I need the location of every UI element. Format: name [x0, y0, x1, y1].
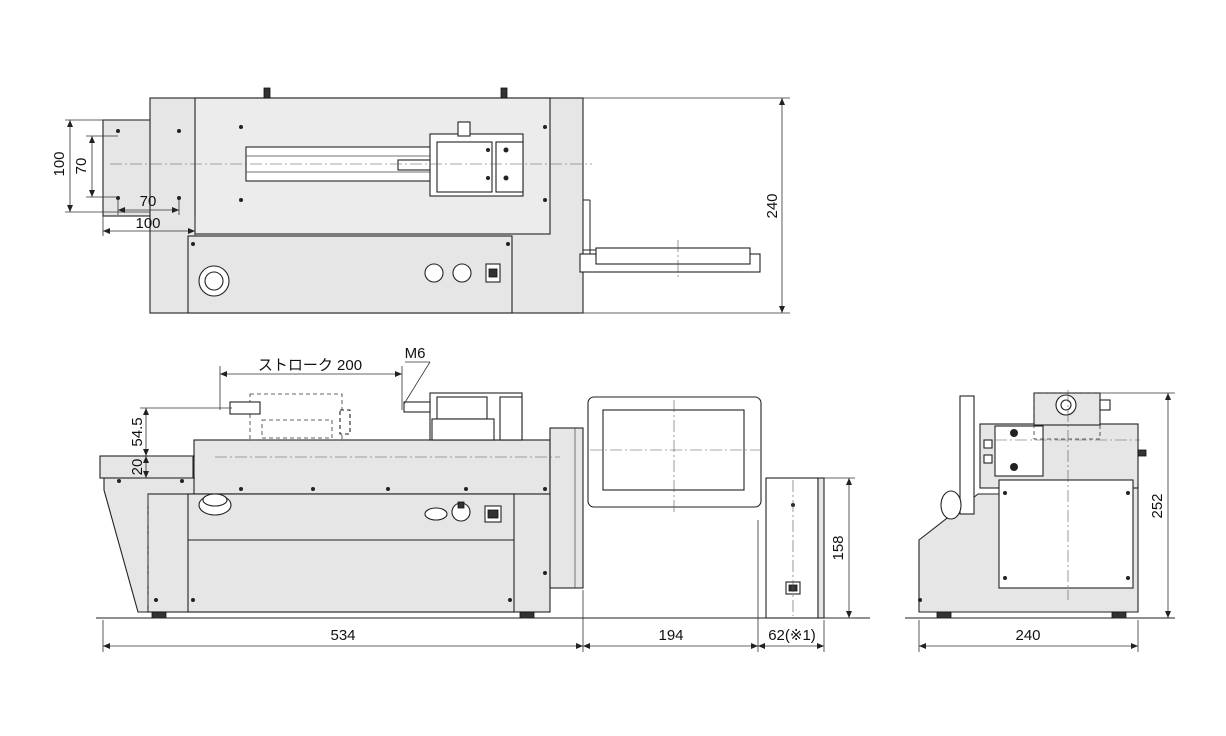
dim-front-vertical-lower: 20	[129, 459, 146, 476]
side-emergency-stop-icon	[940, 490, 962, 520]
dim-top-height-outer: 100	[51, 151, 68, 176]
front-screw-dots	[117, 479, 547, 602]
front-button-icon	[424, 507, 448, 521]
dim-top-height-inner: 70	[73, 158, 90, 175]
dim-front-width-panel: 194	[658, 627, 683, 644]
button-icon	[424, 263, 444, 283]
side-pendant-edge	[959, 395, 975, 515]
dim-front-box-height: 158	[830, 535, 847, 560]
front-view: ストローク 200 M6 54.5 20 534 194 62(※1) 158	[96, 345, 870, 652]
dim-top-width-outer: 100	[135, 215, 160, 232]
dim-top-width-inner: 70	[140, 193, 157, 210]
top-dimensions	[65, 97, 790, 314]
knob-right-icon	[500, 87, 508, 99]
side-panel	[998, 479, 1134, 589]
foot-icon	[519, 611, 535, 619]
front-top-bracket	[99, 455, 194, 479]
side-bracket	[994, 425, 1044, 477]
dim-front-vertical-upper: 54.5	[129, 417, 146, 446]
side-dimensions	[918, 392, 1175, 652]
dim-side-width: 240	[1015, 627, 1040, 644]
label-stroke: ストローク 200	[258, 357, 362, 374]
selector-switch-icon	[452, 263, 472, 283]
front-dimensions	[102, 361, 855, 652]
foot-icon	[151, 611, 167, 619]
dim-front-width-main: 534	[330, 627, 355, 644]
front-rail-body	[193, 439, 551, 495]
front-right-bracket	[549, 427, 584, 589]
knob-left-icon	[263, 87, 271, 99]
top-view: 100 70 70 100 240	[51, 87, 790, 314]
controller-box	[765, 477, 819, 619]
dim-side-height: 252	[1149, 493, 1166, 518]
dim-front-width-box: 62(※1)	[768, 627, 816, 644]
side-view: 252 240	[905, 390, 1175, 652]
label-thread: M6	[405, 345, 426, 362]
dim-top-total-depth: 240	[764, 193, 781, 218]
